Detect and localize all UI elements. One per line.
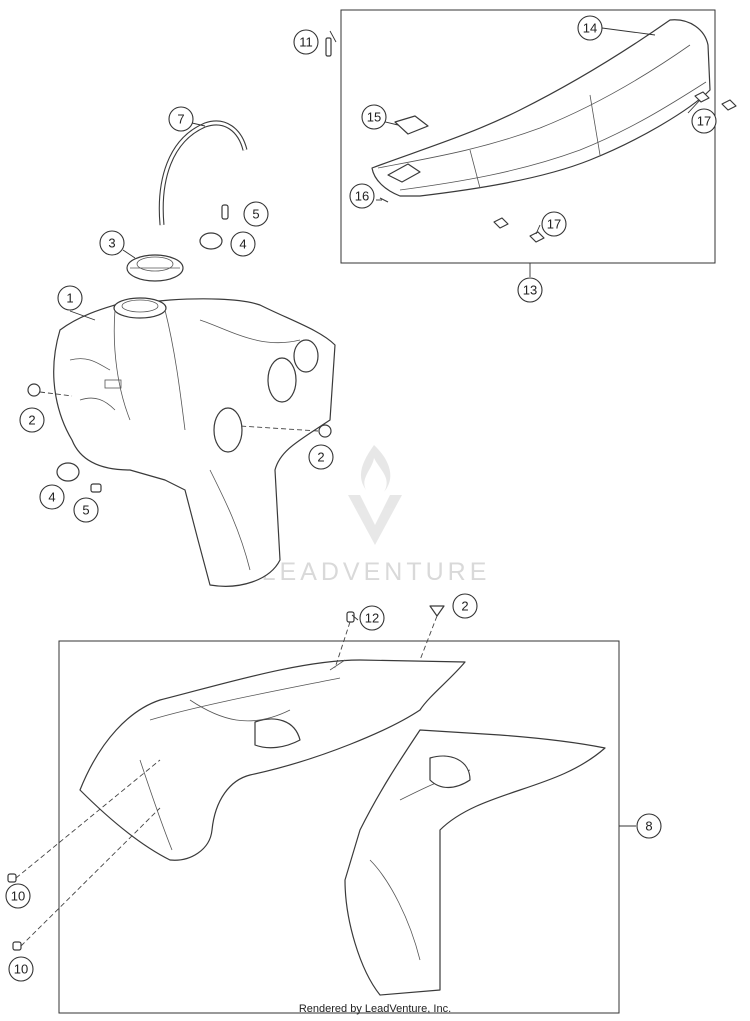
svg-text:12: 12 <box>365 611 379 626</box>
spoiler-screw-lower <box>12 941 22 951</box>
svg-text:17: 17 <box>697 114 711 129</box>
rubber-grommet-lower <box>56 462 80 482</box>
seat-group-box <box>340 9 716 264</box>
callout-12: 12 <box>359 605 385 631</box>
leadventure-watermark: LEADVENTURE <box>262 445 491 586</box>
svg-text:11: 11 <box>299 35 313 50</box>
footer-credit: Rendered by LeadVenture, Inc. <box>298 1003 452 1015</box>
callout-4-upper: 4 <box>230 231 256 257</box>
svg-text:15: 15 <box>367 110 381 125</box>
svg-text:16: 16 <box>355 189 369 204</box>
seat-pin <box>379 197 389 203</box>
svg-text:2: 2 <box>28 413 35 428</box>
callout-2-right: 2 <box>308 444 334 470</box>
callout-10-upper: 10 <box>5 883 31 909</box>
seat-clip-lower <box>493 217 509 229</box>
callout-5-upper: 5 <box>243 201 269 227</box>
svg-text:10: 10 <box>11 889 25 904</box>
spoiler-group-box <box>58 640 620 1014</box>
screw-upper <box>221 204 229 220</box>
svg-text:3: 3 <box>108 236 115 251</box>
svg-text:14: 14 <box>583 21 597 36</box>
svg-text:5: 5 <box>82 503 89 518</box>
seat-latch <box>394 115 429 135</box>
svg-text:13: 13 <box>523 283 537 298</box>
radiator-spoiler-right <box>344 729 606 996</box>
svg-text:8: 8 <box>645 819 652 834</box>
svg-text:2: 2 <box>317 450 324 465</box>
callout-2-spoiler: 2 <box>452 593 478 619</box>
callout-17-upper: 17 <box>691 108 717 134</box>
callout-7: 7 <box>168 106 194 132</box>
svg-text:5: 5 <box>252 207 259 222</box>
seat-clip-lower-2 <box>529 231 545 243</box>
tank-screw-left <box>27 383 41 397</box>
callout-1: 1 <box>57 285 83 311</box>
svg-text:17: 17 <box>547 217 561 232</box>
fuel-cap <box>126 254 184 282</box>
seat-clip-upper-2 <box>721 99 737 111</box>
seat-clip-upper <box>694 91 710 103</box>
rubber-grommet-upper <box>199 232 223 250</box>
svg-text:7: 7 <box>177 112 184 127</box>
callout-14: 14 <box>577 15 603 41</box>
spoiler-screw-top-right <box>429 605 445 617</box>
callout-17-lower: 17 <box>541 211 567 237</box>
spoiler-screw-top <box>346 611 355 623</box>
seat <box>371 19 711 197</box>
tank-screw-right <box>318 424 332 438</box>
flame-logo-icon <box>348 445 402 545</box>
screw-lower <box>90 483 102 493</box>
callout-13: 13 <box>517 277 543 303</box>
svg-text:10: 10 <box>14 962 28 977</box>
callout-15: 15 <box>361 104 387 130</box>
watermark-text: LEADVENTURE <box>262 558 491 586</box>
callout-5-lower: 5 <box>73 497 99 523</box>
callout-8: 8 <box>636 813 662 839</box>
callout-11: 11 <box>293 29 319 55</box>
spoiler-screw-upper <box>7 873 17 883</box>
callout-16: 16 <box>349 183 375 209</box>
callout-2-left: 2 <box>19 407 45 433</box>
callout-4-lower: 4 <box>39 484 65 510</box>
radiator-spoiler-left <box>79 659 466 861</box>
fuel-hose <box>158 120 248 226</box>
svg-text:4: 4 <box>239 237 246 252</box>
callout-3: 3 <box>99 230 125 256</box>
svg-text:2: 2 <box>461 599 468 614</box>
seat-screw <box>325 37 332 57</box>
svg-text:1: 1 <box>66 291 73 306</box>
callout-10-lower: 10 <box>8 956 34 982</box>
fuel-tank <box>53 297 336 587</box>
svg-text:4: 4 <box>48 490 55 505</box>
